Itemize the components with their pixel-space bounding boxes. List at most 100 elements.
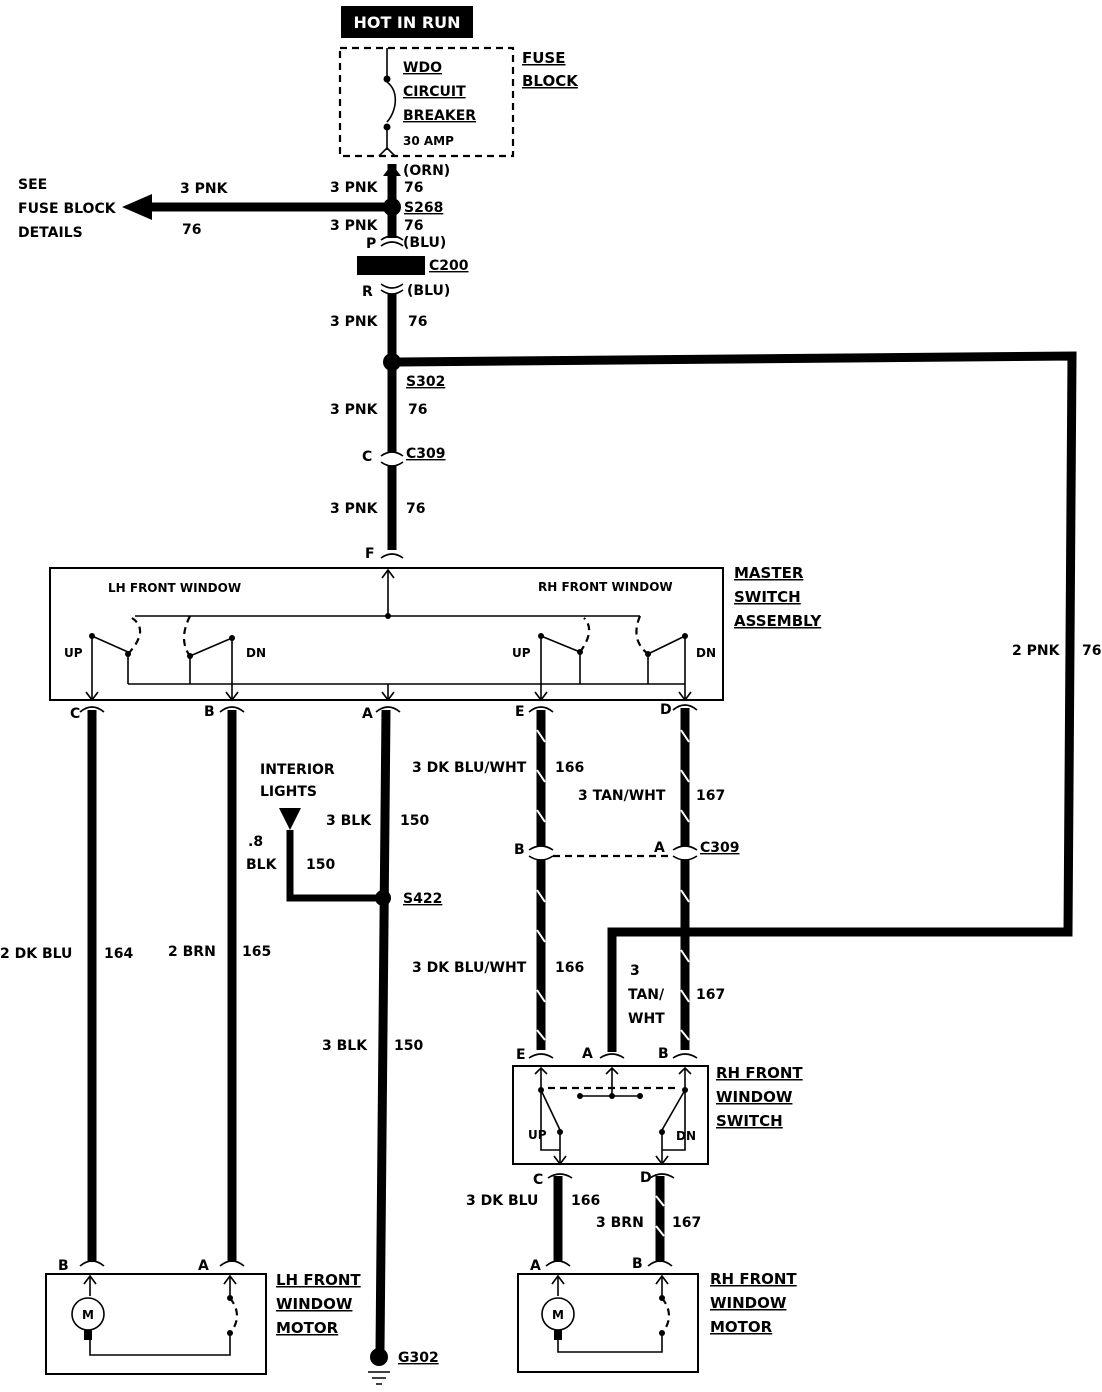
lh-dn-circuit-label: 165 <box>242 944 271 960</box>
rh-front-window-label: RH FRONT WINDOW <box>538 580 673 594</box>
interior-lights-label-1: INTERIOR <box>260 762 335 778</box>
ground-circuit: 3 BLK 150 3 BLK 150 INTERIOR LIGHTS S422… <box>246 706 442 1385</box>
connector-c200-label: C200 <box>429 258 469 274</box>
ground-g302-label: G302 <box>398 1350 439 1366</box>
lh-motor-title-2: WINDOW <box>276 1295 353 1313</box>
rh-dn-wire-label-2a: 3 <box>630 963 640 979</box>
splice-s422-label: S422 <box>403 891 442 907</box>
splice-s302 <box>383 353 401 371</box>
master-pin-c: C <box>70 706 80 722</box>
branch-circuit-label: 76 <box>182 222 201 238</box>
breaker-rating: 30 AMP <box>403 134 454 148</box>
splice-s268-label: S268 <box>404 200 443 216</box>
fuse-block-outline <box>338 46 515 158</box>
lh-motor-title-3: MOTOR <box>276 1319 339 1337</box>
c200-bottom-pin: R <box>362 284 373 300</box>
rh-switch-pin-c: C <box>533 1172 543 1188</box>
rh-motor-title-2: WINDOW <box>710 1294 787 1312</box>
lh-front-window-motor: B A LH FRONT WINDOW MOTOR M <box>45 1258 361 1375</box>
lh-front-window-label: LH FRONT WINDOW <box>108 581 241 595</box>
rh-switch-pin-b: B <box>658 1046 669 1062</box>
rh-motor-title-3: MOTOR <box>710 1318 773 1336</box>
rh-motor-wires: 3 DK BLU 166 3 BRN 167 <box>466 1173 701 1267</box>
rh-motor-m: M <box>552 1308 564 1322</box>
lh-motor-wires: 2 DK BLU 164 2 BRN 165 <box>0 706 271 1267</box>
interior-lights-arrow-icon <box>279 808 301 830</box>
feed-wire-label-1: 3 PNK <box>330 180 379 196</box>
hot-in-run-label: HOT IN RUN <box>353 13 460 32</box>
interior-circuit-label: 150 <box>306 857 335 873</box>
feed-wire-label-3: 3 PNK <box>330 314 379 330</box>
c200-top-color: (BLU) <box>403 235 446 251</box>
master-pin-a: A <box>362 706 373 722</box>
rh-front-window-motor: A B RH FRONT WINDOW MOTOR M <box>517 1256 797 1373</box>
ground-circuit-label-1: 150 <box>400 813 429 829</box>
master-pin-e: E <box>515 704 525 720</box>
see-label: SEE <box>18 177 47 193</box>
feed-wire-label-4: 3 PNK <box>330 402 379 418</box>
arrow-left-icon <box>122 194 152 220</box>
ground-circuit-label-2: 150 <box>394 1038 423 1054</box>
lh-motor-m: M <box>82 1308 94 1322</box>
rh-switch-up-label: UP <box>528 1128 547 1142</box>
rh-motor-outline <box>517 1273 699 1373</box>
splice-s422 <box>375 890 391 906</box>
rh-switch-pin-e: E <box>516 1047 526 1063</box>
interior-lights-label-2: LIGHTS <box>260 784 317 800</box>
lh-up-circuit-label: 164 <box>104 946 133 962</box>
feed-circuit-label-3: 76 <box>408 314 427 330</box>
rh-up-circuit-label-2: 166 <box>555 960 584 976</box>
rh-up-wire-label-1: 3 DK BLU/WHT <box>412 760 527 776</box>
rh-switch-outline <box>512 1065 709 1165</box>
feed-wire-label-5: 3 PNK <box>330 501 379 517</box>
ground-wire-label-2: 3 BLK <box>322 1038 368 1054</box>
feed-circuit-label-4: 76 <box>408 402 427 418</box>
rh-dn-wire-label-1: 3 TAN/WHT <box>578 788 666 804</box>
rh-switch-pin-d: D <box>640 1170 652 1186</box>
master-switch-title-1: MASTER <box>734 564 804 582</box>
rh-dn-circuit-label-2: 167 <box>696 987 725 1003</box>
rh-switch-title-1: RH FRONT <box>716 1064 803 1082</box>
rh-motor-up-circuit-label: 166 <box>571 1193 600 1209</box>
c309-lower-pin-b: B <box>514 842 525 858</box>
lh-motor-outline <box>45 1273 267 1375</box>
rh-switch-title-2: WINDOW <box>716 1088 793 1106</box>
rh-wires: 3 DK BLU/WHT 166 3 TAN/WHT 167 B A C309 … <box>412 704 740 1059</box>
rh-motor-title-1: RH FRONT <box>710 1270 797 1288</box>
rh-up-label: UP <box>512 646 531 660</box>
breaker-label-2: CIRCUIT <box>403 84 466 100</box>
rh-dn-circuit-label-1: 167 <box>696 788 725 804</box>
main-feed-wire: (ORN) S268 3 PNK 76 3 PNK 76 P (BLU) C20… <box>330 163 469 562</box>
master-switch-outline <box>49 567 724 701</box>
rh-motor-up-wire-label: 3 DK BLU <box>466 1193 538 1209</box>
crossover-wire-label: 2 PNK <box>1012 643 1061 659</box>
rh-motor-dn-circuit-label: 167 <box>672 1215 701 1231</box>
rh-switch-pin-a: A <box>582 1046 593 1062</box>
rh-switch-title-3: SWITCH <box>716 1112 783 1130</box>
wire-stripes <box>536 729 690 1041</box>
lh-up-wire-label: 2 DK BLU <box>0 946 72 962</box>
master-switch-assembly: MASTER SWITCH ASSEMBLY LH FRONT WINDOW R… <box>49 564 822 722</box>
master-pin-f: F <box>365 546 375 562</box>
fuse-block-details-label-1: FUSE BLOCK <box>18 201 117 217</box>
c309-pin: C <box>362 449 372 465</box>
fuse-block-title-2: BLOCK <box>522 72 579 90</box>
c200-bottom-color: (BLU) <box>407 283 450 299</box>
rh-motor-pin-b: B <box>632 1256 643 1272</box>
rh-dn-wire-label-2b: TAN/ <box>628 987 665 1003</box>
crossover-wire: 2 PNK 76 <box>399 351 1101 1052</box>
breaker-label-1: WDO <box>403 60 442 76</box>
c200-top-pin: P <box>366 236 376 252</box>
feed-circuit-label-2: 76 <box>404 218 423 234</box>
fuse-terminal-color: (ORN) <box>403 163 450 179</box>
rh-dn-wire-label-2c: WHT <box>628 1011 665 1027</box>
rh-motor-pin-a: A <box>530 1258 541 1274</box>
breaker-label-3: BREAKER <box>403 108 476 124</box>
connector-c309-label: C309 <box>406 446 446 462</box>
fuse-block: WDO CIRCUIT BREAKER 30 AMP FUSE BLOCK <box>338 46 579 158</box>
lh-motor-pin-a: A <box>198 1258 209 1274</box>
see-fuse-block-branch: SEE FUSE BLOCK DETAILS 3 PNK 76 <box>18 177 392 241</box>
c309-lower-pin-a: A <box>654 840 665 856</box>
fuse-block-title-1: FUSE <box>522 49 565 67</box>
